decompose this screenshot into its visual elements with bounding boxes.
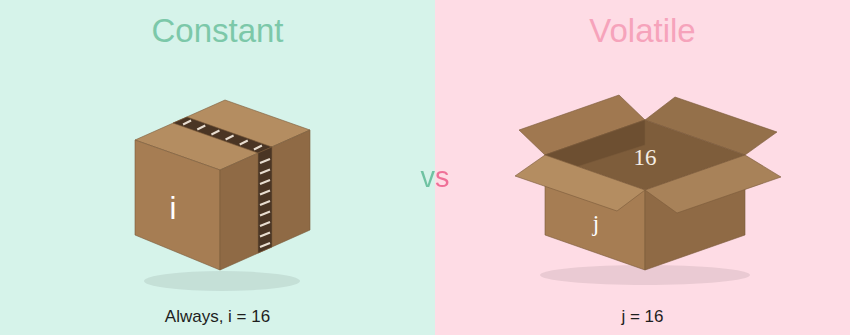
tape-stripe: [254, 146, 262, 150]
tape-stripes: [183, 121, 270, 248]
sealed-box-outline: [130, 95, 315, 290]
box-flap: [515, 155, 645, 211]
variable-name: j: [581, 211, 611, 237]
tape-stripe: [260, 222, 270, 226]
tape-stripe: [183, 121, 191, 125]
sealed-box: i: [130, 95, 315, 290]
tape-stripe: [260, 180, 270, 184]
box-right-face: [220, 130, 310, 270]
tape-stripe: [260, 170, 270, 174]
tape-stripe: [260, 233, 270, 237]
panel-title: Constant: [0, 12, 435, 50]
tape-stripe: [260, 243, 270, 247]
versus-label: vs: [400, 161, 470, 194]
panel-caption: Always, i = 16: [0, 307, 435, 327]
tape-stripe: [211, 131, 219, 135]
volatile-panel: Volatile j = 16 16 j: [435, 0, 850, 335]
box-shadow: [144, 271, 300, 291]
constant-panel: ConstantAlways, i = 16 i: [0, 0, 435, 335]
tape-stripe: [260, 201, 270, 205]
open-box: 16 j: [515, 85, 785, 285]
tape-stripe: [260, 159, 270, 163]
variable-name: i: [158, 191, 188, 227]
packing-tape: [173, 117, 272, 153]
tape-stripe: [197, 126, 205, 130]
tape-stripe: [260, 191, 270, 195]
tape-stripe: [260, 212, 270, 216]
packing-tape: [258, 147, 272, 253]
tape-stripe: [226, 136, 234, 140]
open-box-outline: [515, 85, 785, 285]
tape-stripe: [240, 141, 248, 145]
panel-caption: j = 16: [435, 307, 850, 327]
box-left-face: [135, 140, 220, 270]
variable-value: 16: [615, 145, 675, 171]
box-flap: [645, 155, 781, 213]
panel-title: Volatile: [435, 12, 850, 50]
